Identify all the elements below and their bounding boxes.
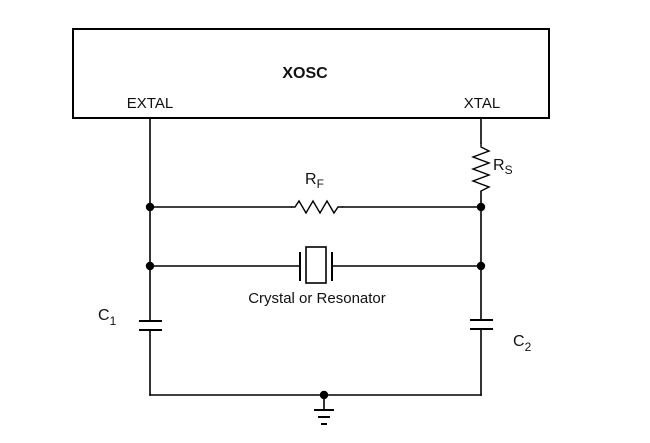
crystal-body bbox=[305, 246, 327, 284]
ground-icon bbox=[314, 409, 334, 425]
c2-label: C2 bbox=[513, 333, 532, 354]
crystal-label: Crystal or Resonator bbox=[248, 290, 386, 307]
c1-label: C1 bbox=[98, 307, 117, 328]
junction-node bbox=[145, 261, 155, 271]
rs-label: RS bbox=[493, 157, 513, 177]
pin-label-extal: EXTAL bbox=[127, 95, 173, 112]
pin-label-xtal: XTAL bbox=[464, 95, 500, 112]
rf-resistor bbox=[291, 199, 343, 215]
xosc-block bbox=[72, 28, 550, 119]
junction-node bbox=[476, 261, 486, 271]
junction-node bbox=[319, 390, 329, 400]
junction-node bbox=[145, 202, 155, 212]
rs-resistor bbox=[471, 143, 491, 192]
rf-label: RF bbox=[305, 171, 324, 191]
junction-node bbox=[476, 202, 486, 212]
xosc-title: XOSC bbox=[282, 65, 328, 82]
